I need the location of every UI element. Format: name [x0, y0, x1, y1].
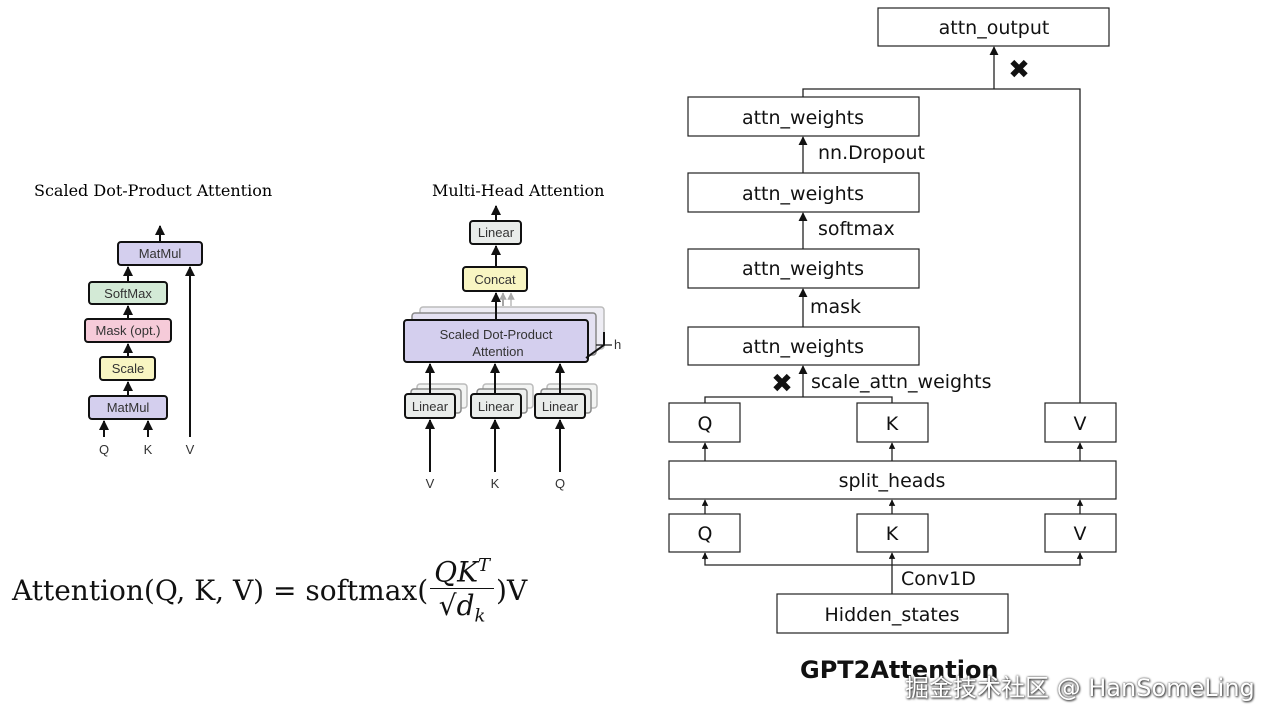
v-label: V [1074, 413, 1087, 435]
k-label: K [886, 523, 899, 545]
scale-attn-weights-label: scale_attn_weights [811, 371, 992, 393]
attn-weights-label: attn_weights [742, 336, 864, 358]
matmul-bottom-block [88, 395, 168, 420]
q-box-top [668, 402, 741, 443]
input-q: Q [99, 442, 109, 457]
attn-weights-box-1 [687, 326, 920, 366]
formula-lhs: Attention(Q, K, V) = softmax( [12, 574, 429, 608]
split-heads-label: split_heads [839, 470, 946, 492]
attn-weights-box-2 [687, 248, 920, 289]
multiply-icon: ✖ [1008, 55, 1030, 85]
linear-v-block [404, 393, 456, 419]
attn-weights-label: attn_weights [742, 107, 864, 129]
concat-label: Concat [474, 272, 516, 287]
scale-block [99, 356, 156, 381]
softmax-block [88, 281, 168, 305]
concat-block [462, 266, 528, 292]
numerator-sup: T [478, 555, 491, 576]
v-box-top [1044, 402, 1117, 443]
mask-label: Mask (opt.) [95, 323, 160, 338]
hidden-states-label: Hidden_states [825, 604, 960, 626]
mask-label: mask [810, 296, 861, 318]
matmul-top-label: MatMul [139, 246, 182, 261]
attn-output-label: attn_output [939, 17, 1050, 39]
v-connector [802, 88, 1081, 403]
v-label: V [1074, 523, 1087, 545]
attn-weights-label: attn_weights [742, 183, 864, 205]
linear-k-block [470, 393, 522, 419]
input-v: V [426, 476, 435, 491]
softmax-label: SoftMax [104, 286, 152, 301]
linear-top-label: Linear [478, 225, 515, 240]
linear-k-label: Linear [478, 399, 515, 414]
k-box-bottom [856, 513, 929, 553]
sdpa-block [403, 319, 589, 363]
v-box-bottom [1044, 513, 1117, 553]
formula-rhs: )V [496, 574, 528, 608]
softmax-label: softmax [818, 218, 895, 240]
scaled-dot-product-diagram: Scaled Dot-Product Attention MatMul Soft… [34, 181, 272, 457]
multi-head-diagram: Multi-Head Attention Linear Concat Scale… [403, 181, 621, 491]
input-q: Q [555, 476, 565, 491]
formula-denominator: √dk [439, 589, 486, 627]
input-v: V [186, 442, 195, 457]
formula-numerator: QKT [430, 555, 495, 590]
matmul-top-block [117, 241, 203, 266]
gpt2-attention-diagram: attn_output ✖ attn_weights nn.Dropout at… [668, 7, 1117, 634]
k-box-top [856, 402, 929, 443]
dropout-label: nn.Dropout [818, 142, 925, 164]
sdpa-label-2: Attention [472, 344, 523, 359]
split-heads-box [668, 460, 1117, 500]
sdpa-label-1: Scaled Dot-Product [440, 327, 553, 342]
qk-connector [704, 396, 893, 403]
watermark: 掘金技术社区 @ HanSomeLing [905, 674, 1255, 702]
multiply-icon: ✖ [771, 369, 793, 399]
denominator-text: √d [438, 589, 475, 623]
input-k: K [144, 442, 153, 457]
hidden-states-box [776, 593, 1009, 634]
sdpa-title: Scaled Dot-Product Attention [34, 181, 272, 200]
h-label: h [614, 337, 621, 352]
mask-block [84, 318, 172, 343]
q-label: Q [698, 413, 713, 435]
q-box-bottom [668, 513, 741, 553]
matmul-bottom-label: MatMul [107, 400, 150, 415]
k-label: K [886, 413, 899, 435]
linear-v-label: Linear [412, 399, 449, 414]
attn-weights-box-3 [687, 172, 920, 213]
scale-label: Scale [112, 361, 145, 376]
attention-formula: Attention(Q, K, V) = softmax( QKT √dk )V [12, 555, 527, 627]
input-k: K [491, 476, 500, 491]
mha-title: Multi-Head Attention [432, 181, 604, 200]
attn-output-box [877, 7, 1110, 47]
q-label: Q [698, 523, 713, 545]
numerator-text: QK [434, 555, 479, 589]
attn-weights-box-4 [687, 96, 920, 137]
linear-q-label: Linear [542, 399, 579, 414]
formula-fraction: QKT √dk [430, 555, 495, 627]
conv1d-label: Conv1D [901, 568, 976, 590]
linear-top-block [469, 220, 522, 245]
attn-weights-label: attn_weights [742, 258, 864, 280]
denominator-sub: k [474, 605, 486, 627]
gpt2-attention-title: GPT2Attention [800, 656, 999, 684]
linear-q-block [534, 393, 586, 419]
